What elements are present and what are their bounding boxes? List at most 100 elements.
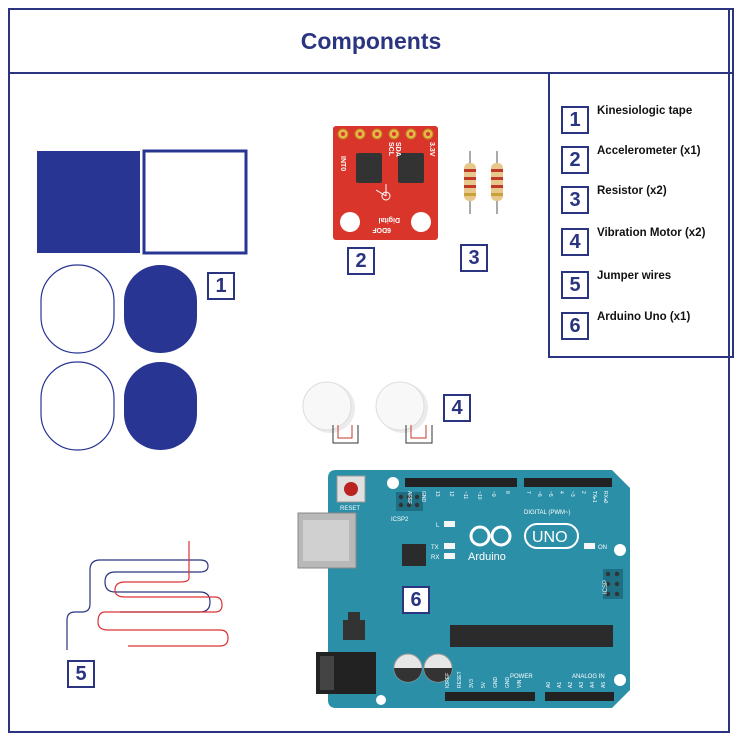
pin-label: ~3 [569,491,575,497]
arduino-model: UNO [532,529,568,546]
pin-label: A4 [590,682,596,688]
arduino-pcb [328,470,630,708]
legend-number: 1 [561,106,589,134]
analog-label: ANALOG IN [572,674,605,680]
mount-hole [411,212,431,232]
pin-label: RESET [457,671,463,688]
legend-panel: 1 Kinesiologic tape 2 Accelerometer (x1)… [548,72,734,358]
legend-number: 2 [561,146,589,174]
pin-label: GND [493,677,499,689]
pin-label: A5 [601,682,607,688]
tape-square-outline [142,149,248,255]
badge-wires: 5 [67,660,95,688]
pin-label: 4 [558,491,564,494]
arduino-uno: RESET ICSP2 DIGITAL (PWM~) Arduino UNO [297,470,630,708]
voltage-regulator [343,620,365,640]
pin-label: A0 [546,682,552,688]
pin-label: ~5 [547,491,553,497]
pin-label: TX▸1 [591,491,597,503]
legend-label: Kinesiologic tape [597,105,693,117]
pin-label: ~10 [476,491,482,500]
pin-label: 13 [434,491,440,497]
pin-label: ~6 [536,491,542,497]
pin-label: 2 [580,491,586,494]
mount-hole [614,544,626,556]
legend-label: Vibration Motor (x2) [597,227,706,239]
pin-label: 3V3 [469,679,475,688]
board-text: Digital [379,216,400,223]
pin-label: SCL [387,142,394,157]
badge-resistor: 3 [460,244,488,272]
legend-number: 4 [561,228,589,256]
wire-red [97,541,229,647]
power-label: POWER [510,674,533,680]
pin-label: 7 [525,491,531,494]
badge-tape: 1 [207,272,235,300]
led-tx [444,543,455,549]
vibration-motors [302,381,433,444]
accelerometer-board: INT0 SCL SDA 3.3V Digital 6DOF [333,126,438,240]
led-on [584,543,595,549]
analog-header [545,692,614,701]
pin-label: A2 [568,682,574,688]
pin-label: SDA [394,142,401,157]
pin-label: 5V [481,681,487,688]
led-label: ON [598,545,607,551]
pin-label: IOREF [445,673,451,688]
legend-number: 5 [561,271,589,299]
motor-disc [375,381,425,431]
badge-arduino: 6 [402,586,430,614]
pin-label: A3 [579,682,585,688]
legend-number: 3 [561,186,589,214]
resistor-body [491,163,503,201]
pin-label: RX◂0 [602,491,608,503]
tape-square-filled [37,151,140,253]
mount-hole [387,477,399,489]
led-l [444,521,455,527]
atmega-chip [450,625,613,647]
mount-hole [340,212,360,232]
pin-label: 8 [504,491,510,494]
title-bar: Components [8,8,734,74]
legend-item-tape: 1 Kinesiologic tape [561,105,693,134]
legend-label: Jumper wires [597,270,672,282]
motor-disc [302,381,352,431]
legend-number: 6 [561,312,589,340]
legend-label: Accelerometer (x1) [597,145,701,157]
legend-item-wires: 5 Jumper wires [561,270,672,299]
pin-label: VIN [517,679,523,688]
mount-hole [376,695,386,705]
digital-header [405,478,517,487]
legend-item-resistor: 3 Resistor (x2) [561,185,667,214]
tape-oval-outline [40,361,115,451]
tape-oval-outline [40,264,115,354]
pin-label: 12 [448,491,454,497]
page-title: Components [300,27,442,54]
legend-item-motor: 4 Vibration Motor (x2) [561,227,706,256]
pin-label: GND [420,491,426,503]
pin-label: A1 [557,682,563,688]
led-rx [444,553,455,559]
digital-header [524,478,612,487]
pin-label: GND [505,677,511,689]
legend-item-accelerometer: 2 Accelerometer (x1) [561,145,701,174]
tape-oval-filled [124,265,197,353]
chip [398,153,424,183]
badge-accelerometer: 2 [347,247,375,275]
resistors [464,151,503,214]
pin-label: INT0 [339,156,346,171]
digital-label: DIGITAL (PWM~) [524,510,571,516]
pin-label: AREF [406,491,412,504]
power-header [445,692,535,701]
legend-item-arduino: 6 Arduino Uno (x1) [561,311,691,340]
icsp2-label: ICSP2 [391,517,409,523]
mount-hole [614,674,626,686]
chip [356,153,382,183]
tape-oval-filled [124,362,197,450]
resistor-body [464,163,476,201]
led-label: TX [431,545,439,551]
board-text: 6DOF [372,226,391,233]
kinesiologic-tape [37,149,248,451]
legend-label: Arduino Uno (x1) [597,311,691,323]
